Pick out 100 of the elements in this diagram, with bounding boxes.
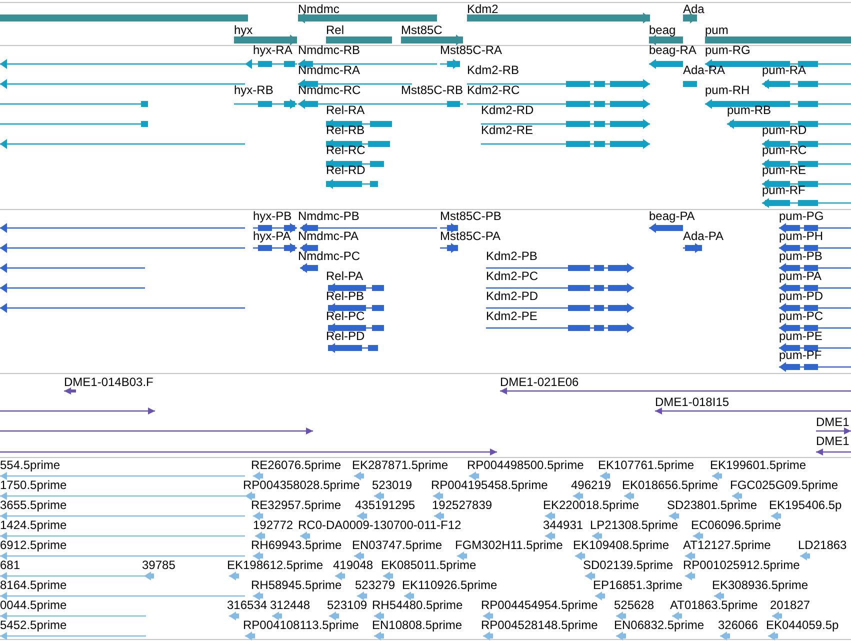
feature-label: RP004195458.5prime: [431, 479, 548, 492]
feature-label: Nmdmc-PB: [298, 210, 360, 223]
feature-label: pum: [705, 24, 728, 37]
feature-label: EK195406.5p: [769, 499, 842, 512]
feature-label: DME1: [816, 435, 850, 448]
feature-label: RP004108113.5prime: [243, 619, 359, 632]
feature-label: 192527839: [432, 499, 492, 512]
feature-label: Rel-RA: [326, 104, 365, 117]
feature-label: Ada: [683, 3, 704, 16]
feature-label: Nmdmc-PC: [298, 250, 360, 263]
feature-label: LP21308.5prime: [590, 519, 678, 532]
feature-label: Rel-RC: [326, 144, 366, 157]
feature-label: RE32957.5prime: [251, 499, 342, 512]
feature-label: Kdm2: [467, 3, 498, 16]
feature-label: RP001025912.5prime: [683, 559, 800, 572]
feature-label: 419048: [333, 559, 374, 572]
feature-label: 5452.5prime: [0, 619, 67, 632]
feature-label: Nmdmc: [298, 3, 340, 16]
feature-label: pum-RH: [705, 84, 750, 97]
feature-label: EK044059.5p: [766, 619, 839, 632]
feature-label: EK308936.5prime: [712, 579, 808, 592]
feature-label: hyx-PA: [253, 230, 291, 243]
feature-label: EP16851.3prime: [593, 579, 682, 592]
feature-label: 316534: [227, 599, 268, 612]
feature-label: beag-PA: [649, 210, 695, 223]
feature-label: EC06096.5prime: [691, 519, 782, 532]
feature-label: SD02139.5prime: [583, 559, 674, 572]
feature-label: 523279: [355, 579, 396, 592]
feature-label: Kdm2-PB: [486, 250, 538, 263]
feature-label: Mst85C-RB: [401, 84, 464, 97]
feature-label: Ada-RA: [683, 64, 726, 77]
feature-label: pum-RF: [762, 184, 806, 197]
feature-label: Nmdmc-RA: [298, 64, 360, 77]
feature-label: 523109: [327, 599, 368, 612]
feature-label: Mst85C-PB: [440, 210, 502, 223]
feature-label: EK110926.5prime: [402, 579, 498, 592]
feature-label: EK107761.5prime: [598, 459, 694, 472]
feature-label: 192772: [253, 519, 294, 532]
feature-label: Rel-RD: [326, 164, 366, 177]
feature-label: pum-PA: [779, 270, 822, 283]
feature-label: EK085011.5prime: [381, 559, 476, 572]
feature-label: hyx-PB: [253, 210, 292, 223]
feature-label: Kdm2-RB: [467, 64, 520, 77]
feature-label: 1424.5prime: [0, 519, 67, 532]
feature-label: LD21863: [798, 539, 847, 552]
feature-label: 3655.5prime: [0, 499, 67, 512]
feature-label: Rel-PA: [326, 270, 364, 283]
feature-label: AT01863.5prime: [670, 599, 758, 612]
feature-label: EK287871.5prime: [352, 459, 448, 472]
feature-label: Rel-PD: [326, 330, 365, 343]
feature-label: beag: [649, 24, 676, 37]
feature-label: pum-RD: [762, 124, 807, 137]
feature-label: pum-RB: [727, 104, 772, 117]
feature-label: 8164.5prime: [0, 579, 67, 592]
feature-label: 312448: [270, 599, 310, 612]
feature-label: RP004528148.5prime: [481, 619, 598, 632]
feature-label: pum-PG: [779, 210, 824, 223]
feature-label: Kdm2-RE: [481, 124, 534, 137]
feature-label: FGM302H11.5prime: [455, 539, 563, 552]
feature-label: EK220018.5prime: [543, 499, 640, 512]
feature-label: Rel-PB: [326, 290, 364, 303]
feature-label: pum-PH: [779, 230, 824, 243]
feature-label: Nmdmc-RB: [298, 44, 360, 57]
feature-label: EK199601.5prime: [710, 459, 806, 472]
feature-label: Kdm2-RD: [481, 104, 534, 117]
feature-label: pum-PF: [779, 349, 822, 362]
feature-label: pum-PC: [779, 310, 824, 323]
feature-label: 554.5prime: [0, 459, 60, 472]
feature-label: hyx-RA: [253, 44, 292, 57]
feature-label: 1750.5prime: [0, 479, 67, 492]
feature-label: 496219: [571, 479, 612, 492]
feature-label: beag-RA: [649, 44, 696, 57]
feature-label: 681: [0, 559, 20, 572]
feature-label: Rel: [326, 24, 344, 37]
feature-label: 6912.5prime: [0, 539, 67, 552]
feature-label: Kdm2-RC: [467, 84, 520, 97]
feature-label: SD23801.5prime: [667, 499, 758, 512]
feature-label: RP004454954.5prime: [481, 599, 598, 612]
feature-label: EK198612.5prime: [227, 559, 324, 572]
feature-label: RH54480.5prime: [372, 599, 463, 612]
feature-label: Nmdmc-PA: [298, 230, 358, 243]
feature-label: EN03747.5prime: [352, 539, 442, 552]
feature-label: pum-RE: [762, 164, 806, 177]
feature-label: DME1-021E06: [500, 376, 579, 389]
feature-label: Rel-PC: [326, 310, 365, 323]
feature-label: Mst85C-PA: [440, 230, 500, 243]
feature-label: Kdm2-PC: [486, 270, 538, 283]
feature-label: pum-PD: [779, 290, 824, 303]
feature-label: Mst85C: [401, 24, 442, 37]
feature-label: Kdm2-PD: [486, 290, 538, 303]
feature-label: DME1: [816, 416, 850, 429]
feature-label: EN10808.5prime: [372, 619, 462, 632]
feature-label: RH69943.5prime: [251, 539, 342, 552]
feature-label: Kdm2-PE: [486, 310, 538, 323]
feature-label: 523019: [372, 479, 412, 492]
feature-label: RE26076.5prime: [251, 459, 342, 472]
feature-label: EN06832.5prime: [614, 619, 704, 632]
feature-label: pum-RC: [762, 144, 807, 157]
feature-label: 344931: [543, 519, 584, 532]
feature-label: EK018656.5prime: [622, 479, 718, 492]
